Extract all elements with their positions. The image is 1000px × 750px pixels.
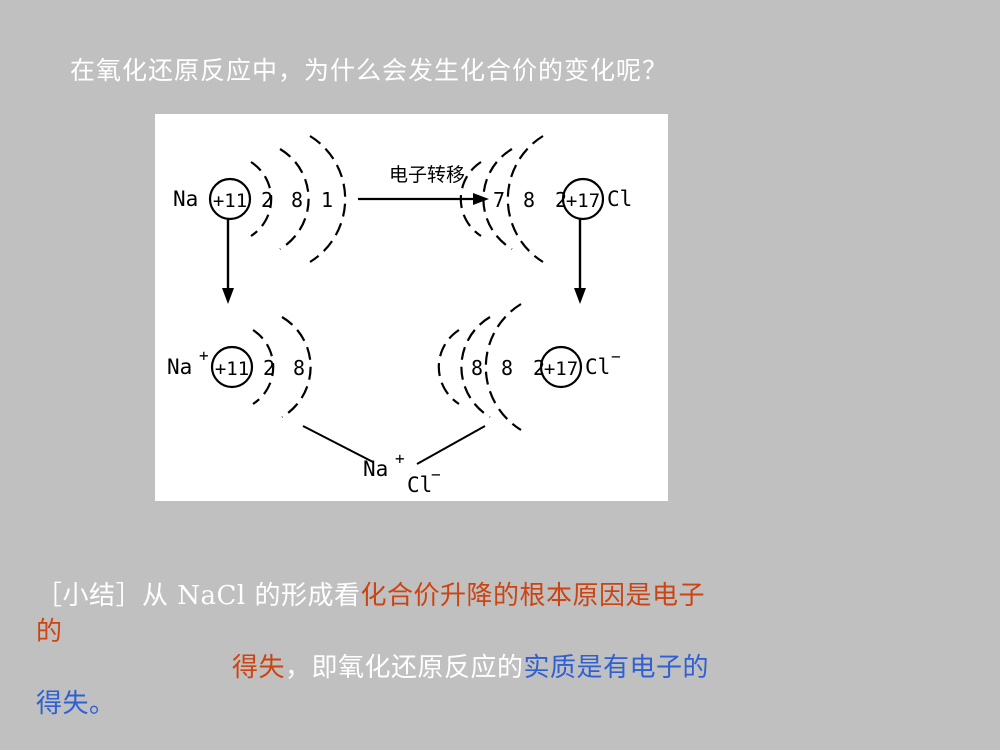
cl-ion-shell-arc-1	[484, 303, 522, 431]
summary-line2-blue: 实质是有电子的	[523, 653, 710, 683]
na-ion-nucleus-circle	[210, 345, 254, 389]
cl-ion-shell-count-2: 8	[501, 356, 513, 380]
summary-line-2: 得失，即氧化还原反应的实质是有电子的	[36, 650, 966, 686]
na-ion-shell-arc-2	[281, 316, 312, 418]
cl-atom-nucleus-charge: +17	[566, 190, 600, 212]
summary-line1-white: ［小结］从 NaCl 的形成看	[36, 581, 361, 611]
summary-line-3: 得失。	[36, 686, 966, 722]
cl-atom-shell-count-1: 7	[493, 188, 505, 212]
na-ion-product-connector	[302, 425, 374, 463]
summary-text: ［小结］从 NaCl 的形成看化合价升降的根本原因是电子 的 得失，即氧化还原反…	[36, 578, 966, 722]
na-atom-symbol: Na	[173, 187, 198, 211]
cl-transform-arrow-head	[574, 288, 586, 304]
cl-ion-shell-count-1: 8	[471, 356, 483, 380]
na-transform-arrow-head	[222, 288, 234, 304]
na-ion-shell-count-1: 2	[263, 356, 275, 380]
page-title: 在氧化还原反应中，为什么会发生化合价的变化呢？	[70, 56, 669, 85]
na-atom-shell-count-2: 8	[291, 188, 303, 212]
product-anion-symbol: Cl	[407, 473, 432, 497]
na-atom-nucleus-charge: +11	[213, 190, 247, 212]
na-atom-shell-arc-3	[309, 135, 347, 263]
summary-line-1b: 的	[36, 614, 966, 650]
cl-atom-shell-arc-2	[482, 148, 513, 250]
na-ion-nucleus-charge: +11	[215, 358, 249, 380]
na-ion-charge: +	[199, 346, 209, 365]
summary-line2-orange-start: 的	[36, 617, 63, 647]
na-atom-shell-count-3: 1	[321, 188, 333, 212]
na-ion-symbol: Na	[167, 355, 192, 379]
product-cation-charge: +	[395, 449, 405, 468]
cl-ion-shell-arc-3	[437, 329, 460, 405]
na-atom-nucleus-circle	[208, 177, 252, 221]
summary-line2-orange: 得失	[232, 653, 286, 683]
cl-atom-shell-arc-1	[506, 135, 544, 263]
cl-atom-symbol: Cl	[607, 187, 632, 211]
electron-transfer-label: 电子转移	[389, 164, 465, 186]
na-ion-shell-arc-1	[252, 329, 275, 405]
cl-atom-nucleus-circle	[561, 177, 605, 221]
product-anion-charge: −	[431, 465, 441, 484]
na-atom-shell-arc-2	[279, 148, 310, 250]
cl-ion-nucleus-charge: +17	[544, 358, 578, 380]
electron-transfer-diagram: Na +11 2 8 1 电子转移 7 8 2 +17 Cl	[155, 114, 668, 501]
cl-atom-shell-arc-3	[459, 161, 482, 237]
summary-line2-white: ，即氧化还原反应的	[285, 653, 524, 683]
cl-ion-product-connector	[416, 425, 486, 465]
summary-line3-blue: 得失。	[36, 689, 116, 719]
na-atom-shell-arc-1	[250, 161, 273, 237]
cl-ion-charge: −	[611, 347, 621, 366]
summary-line-1: ［小结］从 NaCl 的形成看化合价升降的根本原因是电子	[36, 578, 966, 614]
cl-ion-shell-arc-2	[460, 316, 491, 418]
na-ion-shell-count-2: 8	[293, 356, 305, 380]
summary-line1-orange: 化合价升降的根本原因是电子	[360, 581, 706, 611]
product-cation-symbol: Na	[363, 457, 388, 481]
na-atom-shell-count-1: 2	[261, 188, 273, 212]
electron-transfer-arrow-head	[473, 193, 489, 205]
cl-ion-symbol: Cl	[585, 355, 610, 379]
cl-ion-nucleus-circle	[539, 345, 583, 389]
cl-atom-shell-count-2: 8	[523, 188, 535, 212]
